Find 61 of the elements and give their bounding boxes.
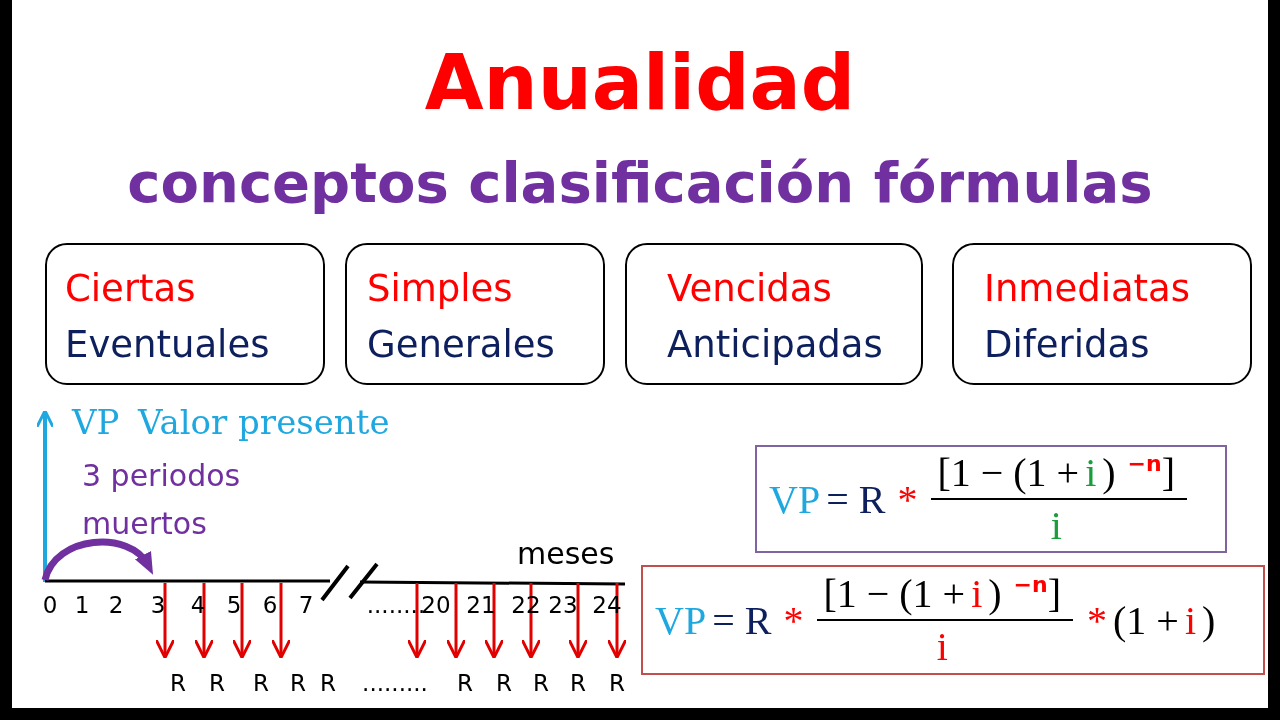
formula-text: [1 − (1 + [937,449,1080,496]
formula-text: ) [1202,596,1216,644]
ellipsis-text: ......... [362,670,428,696]
formula-text: [1 − (1 + [823,570,966,617]
tick-label: 2 [108,592,124,618]
formula-text: ) [1102,449,1116,496]
payment-label: R [570,670,586,696]
formula-text: (1 + [1113,596,1179,644]
payment-label: R [320,670,336,696]
formula-box [755,445,1227,553]
category-text: Eventuales [65,323,270,366]
category-text: Diferidas [984,323,1150,366]
subtitle: conceptos clasificación fórmulas [126,150,1154,215]
formula-text: −n [1127,451,1162,476]
payment-label: R [457,670,473,696]
category-text: Vencidas [667,267,832,310]
tick-label: 0 [42,592,58,618]
formula-text: −n [1013,572,1048,597]
title: Anualidad [423,38,857,127]
formula-text: ] [1047,570,1062,617]
category-text: Ciertas [65,267,196,310]
category-box [345,243,605,385]
formula-text: VP [769,475,821,523]
tick-label: 3 [150,592,166,618]
payment-label: R [209,670,225,696]
formula-text: ) [988,570,1002,617]
category-text: Generales [367,323,555,366]
formula-text: ] [1161,449,1176,496]
variable-label: VP [72,402,120,442]
category-text: Anticipadas [667,323,883,366]
category-text: Inmediatas [984,267,1191,310]
tick-label: 1 [74,592,90,618]
axis-label: meses [517,536,615,571]
payment-label: R [170,670,186,696]
formula-text: i [1184,596,1197,644]
payment-label: R [290,670,306,696]
formula-text: i [971,570,983,617]
formula-text: * [897,475,918,523]
payment-label: R [533,670,549,696]
payment-label: R [496,670,512,696]
category-box [952,243,1252,385]
payment-label: R [609,670,625,696]
category-text: Simples [367,267,513,310]
tick-label: 5 [226,592,242,618]
tick-label: 23 [548,592,578,618]
formula-text: i [1050,502,1062,549]
annotation-text: 3 periodos muertos [82,457,242,543]
formula-text: * [1087,596,1108,644]
formula-text: i [936,623,948,670]
category-box [45,243,325,385]
payment-label: R [253,670,269,696]
formula-text: = R [712,596,772,644]
formula-text: = R [826,475,886,523]
category-box [625,243,923,385]
formula-text: * [783,596,804,644]
tick-label: 7 [298,592,314,618]
axis-label: Valor presente [138,402,390,442]
tick-label: 6 [262,592,278,618]
formula-text: VP [655,596,707,644]
formula-text: i [1085,449,1097,496]
formula-box [641,565,1265,675]
